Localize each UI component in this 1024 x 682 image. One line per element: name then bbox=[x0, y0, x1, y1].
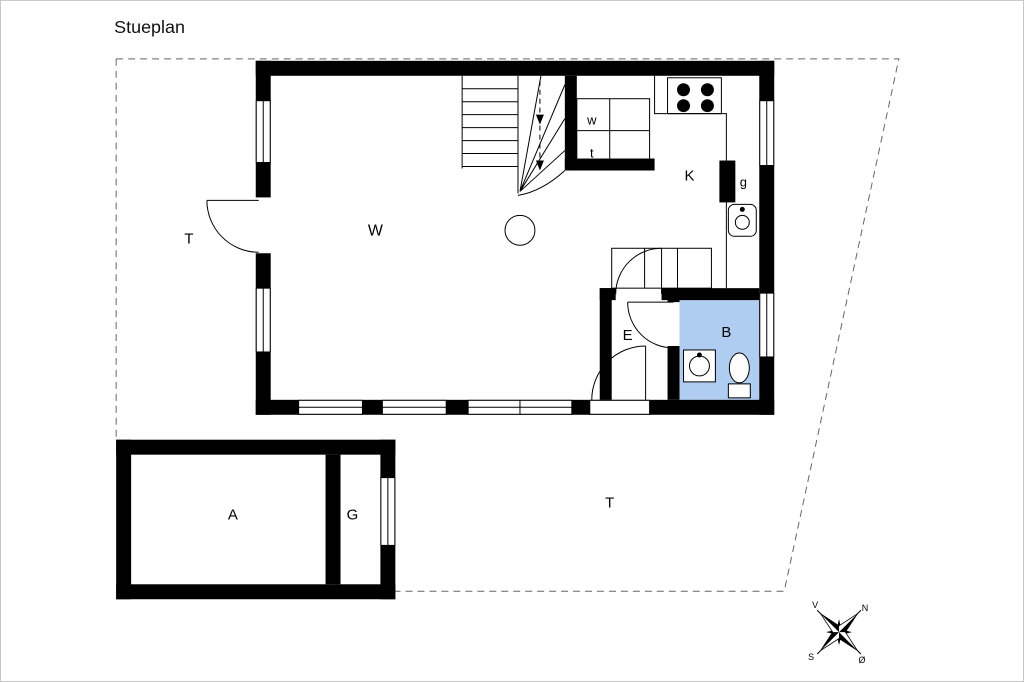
chimney-stub bbox=[719, 160, 736, 203]
bathroom-door bbox=[627, 301, 674, 349]
closet-t-label: t bbox=[590, 146, 594, 161]
bathroom-top-wall bbox=[671, 288, 760, 301]
closets: w t bbox=[576, 98, 651, 165]
garage-opening bbox=[380, 477, 396, 546]
room-label-garage: G bbox=[347, 506, 359, 523]
arrow-down-icon bbox=[535, 160, 544, 171]
window bbox=[255, 100, 271, 164]
stairwell-wall bbox=[564, 75, 577, 171]
entrance-door bbox=[589, 345, 651, 415]
doors bbox=[206, 197, 674, 415]
windows bbox=[255, 100, 775, 415]
window-double bbox=[467, 399, 573, 415]
toilet-icon bbox=[727, 352, 751, 399]
room-label-annex: A bbox=[228, 506, 238, 523]
compass-south-label: S bbox=[808, 652, 814, 662]
bathroom-fixtures bbox=[682, 349, 751, 399]
room-label-kitchen: K bbox=[684, 167, 694, 184]
compass-west-label: V bbox=[812, 600, 818, 610]
property-boundary bbox=[115, 58, 900, 592]
bathroom-left-wall-lower bbox=[667, 345, 680, 400]
outbuilding-wall-north bbox=[116, 439, 396, 455]
outbuilding-walls bbox=[116, 439, 396, 600]
kitchen-cabinets bbox=[611, 247, 712, 289]
house-interior-walls bbox=[564, 75, 760, 400]
page-title: Stueplan bbox=[114, 17, 185, 37]
staircase bbox=[461, 75, 566, 196]
kitchen-sink-icon bbox=[727, 203, 757, 237]
bathroom-sink-icon bbox=[682, 349, 716, 383]
entry-left-wall bbox=[599, 288, 612, 400]
room-label-entry: E bbox=[623, 327, 633, 344]
terrace-door bbox=[206, 197, 273, 254]
window bbox=[298, 399, 363, 415]
outbuilding-wall-south bbox=[116, 584, 396, 600]
kitchen-fittings bbox=[611, 75, 757, 289]
outbuilding-wall-west bbox=[116, 439, 132, 600]
room-label-terrace-west: T bbox=[184, 230, 193, 247]
window bbox=[255, 287, 271, 353]
bathroom-left-wall-upper bbox=[667, 288, 680, 303]
closet-wall bbox=[564, 158, 655, 171]
arrow-down-icon bbox=[535, 114, 544, 125]
stair-curve bbox=[517, 170, 566, 196]
stair-treads bbox=[462, 88, 518, 168]
closet-w-label: w bbox=[586, 113, 597, 128]
room-label-bathroom: B bbox=[721, 324, 731, 341]
stove-burners-icon bbox=[677, 83, 714, 113]
room-label-living: W bbox=[368, 222, 383, 239]
window bbox=[381, 399, 447, 415]
window bbox=[759, 100, 775, 167]
compass-north-label: N bbox=[862, 603, 868, 613]
outbuilding-divider-wall bbox=[325, 454, 341, 585]
wall-north bbox=[255, 60, 775, 76]
room-label-terrace-south: T bbox=[605, 495, 614, 512]
compass-east-label: Ø bbox=[858, 655, 865, 665]
round-table-icon bbox=[504, 214, 536, 246]
stair-winders bbox=[519, 75, 566, 192]
room-label-niche: g bbox=[740, 174, 747, 189]
entry-door bbox=[615, 247, 663, 295]
window bbox=[759, 292, 775, 358]
boundary-line bbox=[115, 58, 900, 592]
stove bbox=[667, 77, 722, 115]
room-labels: W K E B T T A G g bbox=[184, 167, 747, 523]
compass-rose-icon: V N S Ø bbox=[808, 600, 868, 665]
